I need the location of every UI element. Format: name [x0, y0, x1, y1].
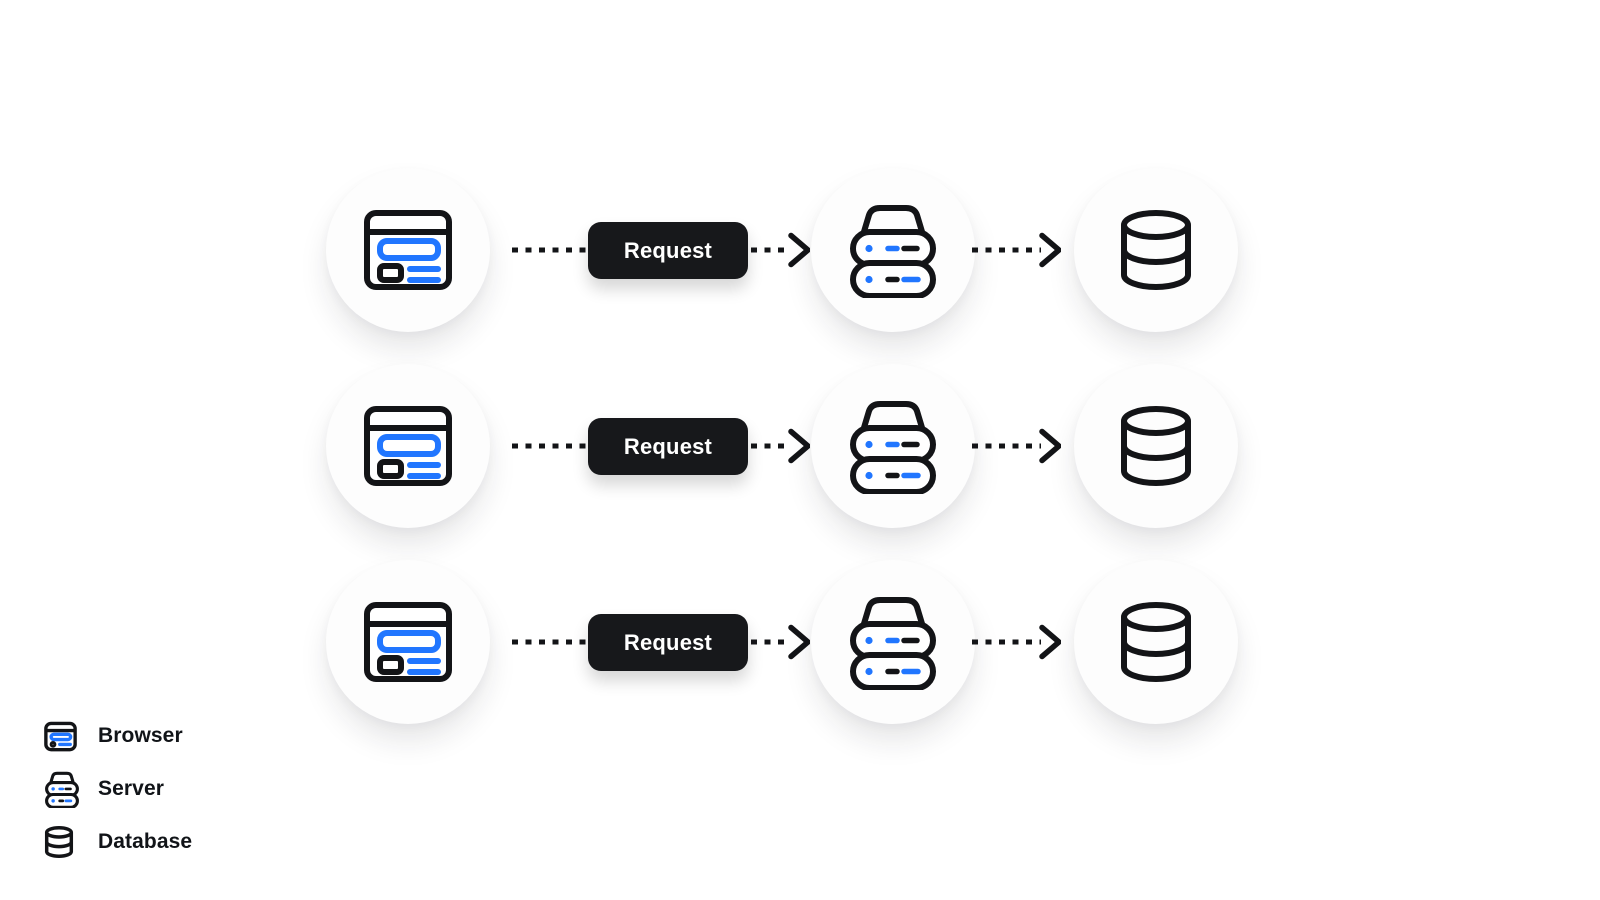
database-icon — [1121, 210, 1191, 290]
legend-label: Server — [98, 777, 164, 800]
legend-item-browser: Browser — [44, 718, 192, 754]
legend: Browser Server — [44, 718, 192, 860]
flow-row: Request — [0, 560, 1600, 724]
dashed-arrow-icon — [751, 232, 810, 268]
server-icon — [850, 205, 936, 298]
database-icon — [1121, 602, 1191, 682]
legend-label: Browser — [98, 724, 183, 747]
database-node — [1074, 168, 1238, 332]
legend-item-server: Server — [44, 771, 192, 808]
server-node — [811, 560, 975, 724]
browser-icon — [364, 602, 452, 682]
database-icon — [44, 826, 82, 858]
browser-node — [326, 560, 490, 724]
server-icon — [850, 401, 936, 494]
request-button[interactable]: Request — [588, 418, 748, 475]
dashed-arrow-icon — [751, 428, 810, 464]
database-icon — [1121, 406, 1191, 486]
legend-item-database: Database — [44, 824, 192, 860]
browser-icon — [364, 210, 452, 290]
server-icon — [44, 771, 82, 808]
server-icon — [850, 597, 936, 690]
dashed-arrow-icon — [751, 624, 810, 660]
browser-icon — [44, 721, 82, 752]
dashed-connector — [512, 247, 588, 253]
dashed-connector — [512, 639, 588, 645]
flow-row: Request — [0, 168, 1600, 332]
dashed-arrow-icon — [972, 428, 1061, 464]
browser-node — [326, 364, 490, 528]
dashed-arrow-icon — [972, 624, 1061, 660]
database-node — [1074, 364, 1238, 528]
dashed-connector — [512, 443, 588, 449]
legend-label: Database — [98, 830, 193, 853]
server-node — [811, 364, 975, 528]
browser-icon — [364, 406, 452, 486]
request-button[interactable]: Request — [588, 614, 748, 671]
dashed-arrow-icon — [972, 232, 1061, 268]
server-node — [811, 168, 975, 332]
database-node — [1074, 560, 1238, 724]
browser-node — [326, 168, 490, 332]
request-button[interactable]: Request — [588, 222, 748, 279]
flow-row: Request — [0, 364, 1600, 528]
